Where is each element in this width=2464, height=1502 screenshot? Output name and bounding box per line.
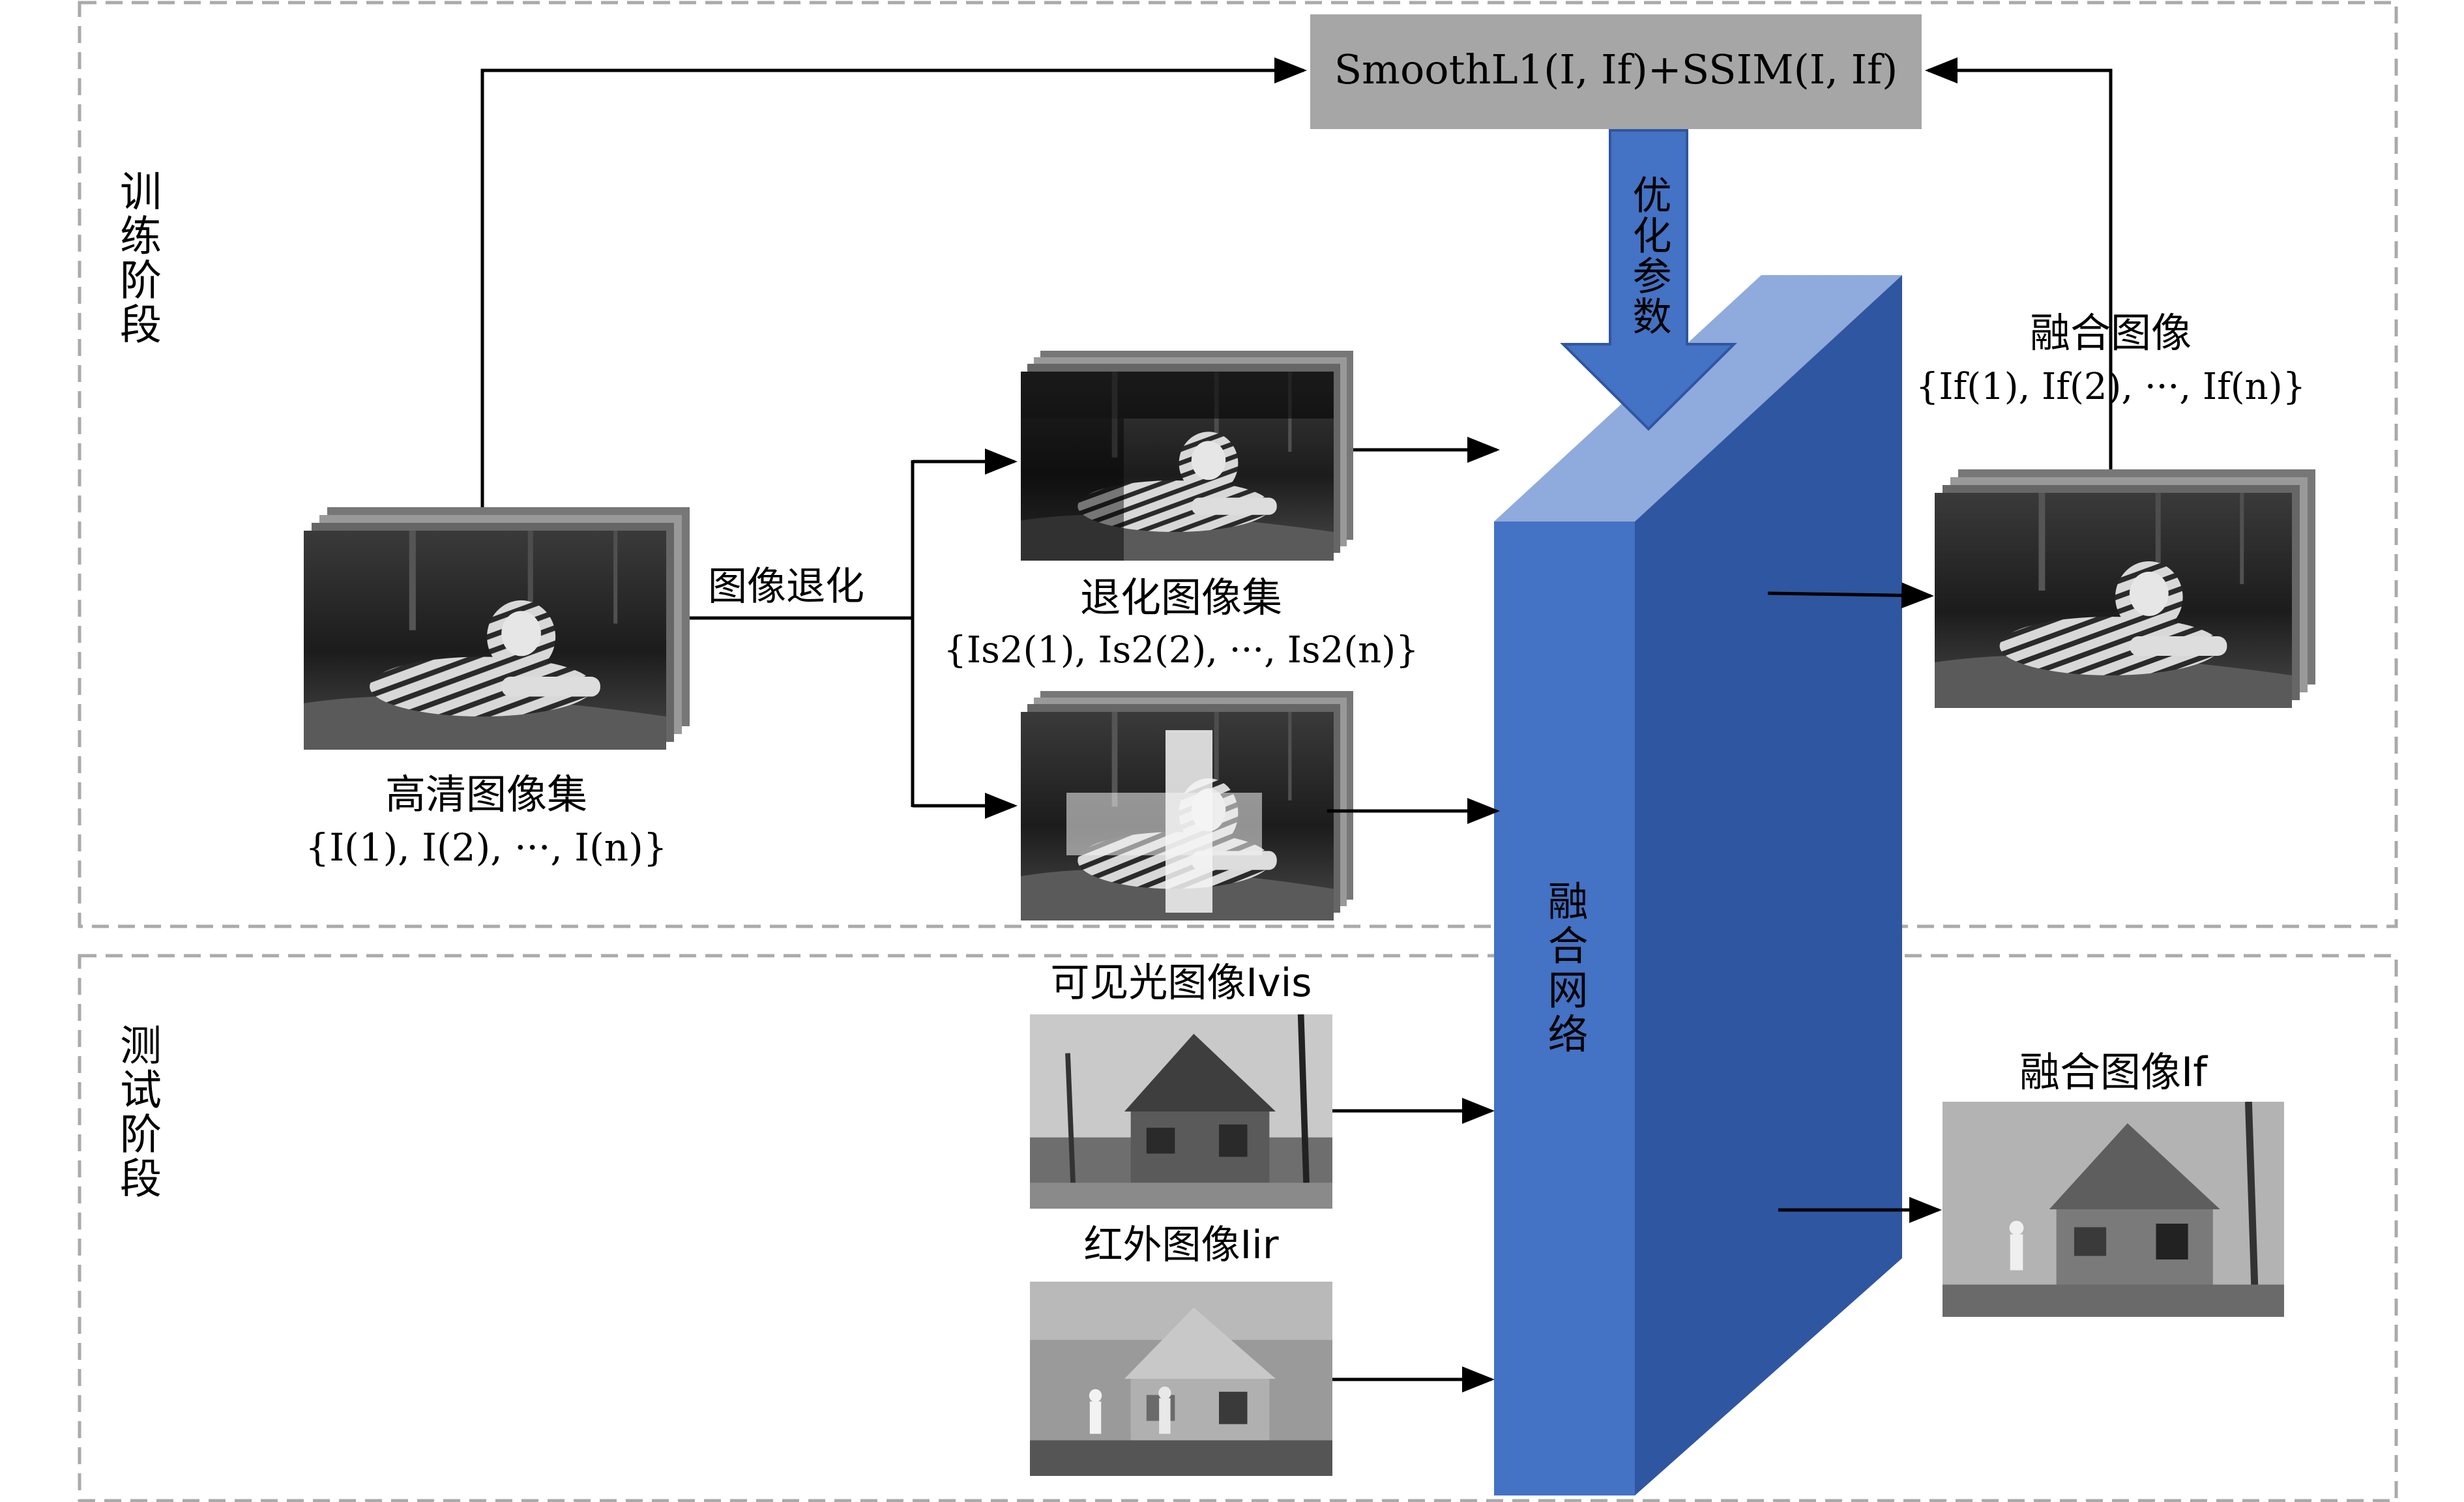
degraded-set-title: 退化图像集 <box>1080 574 1282 621</box>
hd-set-title: 高清图像集 <box>385 771 587 818</box>
test-fused-label: 融合图像If <box>2019 1048 2208 1096</box>
network-side-face <box>1635 275 1902 1495</box>
hd-image-stack <box>304 507 690 750</box>
degradation-label: 图像退化 <box>708 564 864 610</box>
degraded-image-stack-2 <box>1021 691 1353 920</box>
network-front-face <box>1494 522 1635 1495</box>
fused-set-formula: {If(1), If(2), ···, If(n)} <box>1916 366 2306 408</box>
fused-image-stack <box>1935 469 2315 708</box>
optimize-params-arrow <box>1560 129 1737 431</box>
hd-to-loss-arrow <box>480 57 1307 507</box>
visible-image-label: 可见光图像Ivis <box>1050 960 1312 1006</box>
visible-image <box>1030 1014 1332 1209</box>
fused-to-loss-arrow <box>1925 57 2113 469</box>
training-stage-panel <box>78 1 2398 928</box>
loss-box <box>1310 14 1922 129</box>
test-fused-image <box>1943 1102 2284 1317</box>
degraded-image-stack-1 <box>1021 351 1353 561</box>
training-stage-label: 训练阶段 <box>113 169 161 347</box>
testing-stage-panel <box>78 954 2398 1502</box>
optimize-params-label: 优化参数 <box>1626 175 1671 336</box>
infrared-image-label: 红外图像Iir <box>1083 1222 1278 1268</box>
network-label: 融合网络 <box>1541 880 1589 1057</box>
hd-set-formula: {I(1), I(2), ···, I(n)} <box>305 825 667 870</box>
fused-set-title: 融合图像 <box>2030 309 2192 357</box>
network-to-fused-arrow <box>1767 582 1934 609</box>
infrared-image <box>1030 1282 1332 1476</box>
network-top-face <box>1494 275 1902 522</box>
loss-formula: SmoothL1(I, If)+SSIM(I, If) <box>1334 46 1898 93</box>
degraded-set-formula: {Is2(1), Is2(2), ···, Is2(n)} <box>943 629 1418 671</box>
testing-stage-label: 测试阶段 <box>113 1023 161 1201</box>
